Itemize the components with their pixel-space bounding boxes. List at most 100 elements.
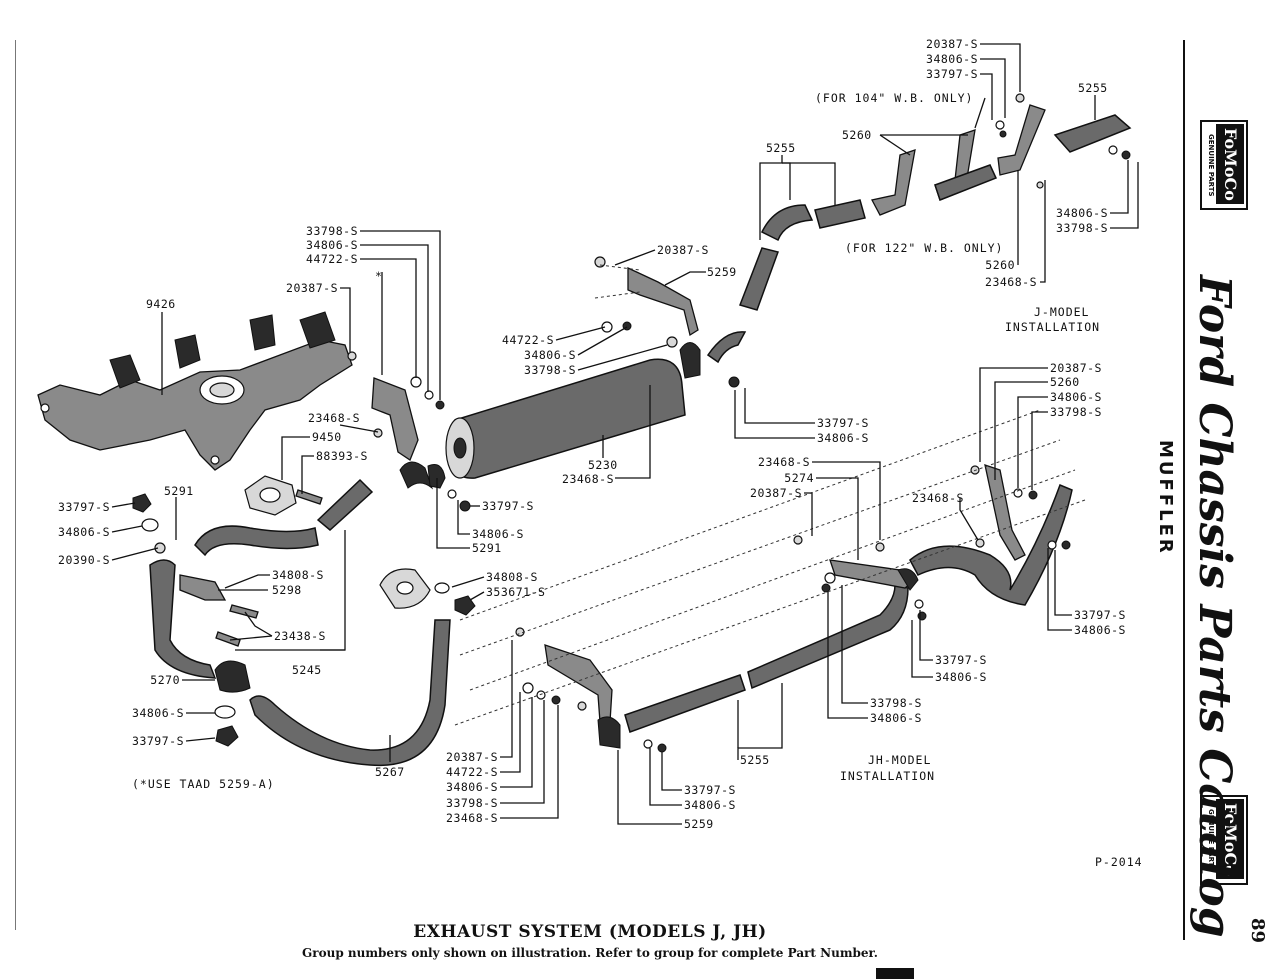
note-104-wb: (FOR 104" W.B. ONLY)	[815, 91, 973, 105]
page-tab-mark	[876, 968, 914, 979]
right-margin-rule	[1183, 40, 1185, 940]
j-model-subtitle: INSTALLATION	[1005, 320, 1100, 334]
fomoco-badge-bottom: GENUINE PARTS FoMoCo	[1200, 795, 1248, 885]
label-5260-r: 5260	[1050, 375, 1080, 389]
label-33798-s-j2: 33798-S	[1056, 221, 1108, 235]
label-20387-s-j: 20387-S	[926, 37, 978, 51]
label-34806-s-l3: 34806-S	[472, 527, 524, 541]
jh-tailpipe-b	[747, 584, 909, 690]
jh-model-title: JH-MODEL	[868, 753, 931, 767]
label-5245: 5245	[292, 663, 322, 677]
j-model-title: J-MODEL	[1034, 305, 1089, 319]
exhaust-pipe-curve	[194, 525, 319, 557]
label-5255-j: 5255	[766, 141, 796, 155]
label-33798-s-r: 33798-S	[1050, 405, 1102, 419]
label-20387-s-b: 20387-S	[446, 750, 498, 764]
label-33798-s-m: 33798-S	[524, 363, 576, 377]
page-subtitle: Group numbers only shown on illustration…	[302, 946, 878, 960]
clamp-upper	[399, 461, 434, 490]
tailpipe-j	[706, 331, 747, 364]
label-5230-muffler: 5230	[588, 458, 618, 472]
label-33797-s-l3: 33797-S	[132, 734, 184, 748]
label-5259-b: 5259	[684, 817, 714, 831]
bolt-23438	[229, 604, 259, 619]
label-34806-s-m2: 34806-S	[817, 431, 869, 445]
jh-clamp	[597, 716, 621, 749]
asterisk-mark: *	[375, 269, 383, 283]
jh-hanger-5260	[984, 464, 1026, 561]
label-34806-s-r4: 34806-S	[870, 711, 922, 725]
label-44722-s-b: 44722-S	[446, 765, 498, 779]
plate-number: P-2014	[1095, 855, 1143, 869]
exhaust-pipe-short	[316, 478, 374, 531]
label-34806-s-l4: 34806-S	[132, 706, 184, 720]
stud	[295, 489, 323, 505]
label-5291-l2: 5291	[472, 541, 502, 555]
label-44722-s-m: 44722-S	[502, 333, 554, 347]
jh-model-subtitle: INSTALLATION	[840, 769, 935, 783]
label-23438-s: 23438-S	[274, 629, 326, 643]
label-33798-s-l: 33798-S	[306, 224, 358, 238]
page-title: EXHAUST SYSTEM (MODELS J, JH)	[413, 922, 767, 942]
pipe-j-segment	[814, 199, 866, 229]
label-34808-s-l2: 34808-S	[486, 570, 538, 584]
label-34806-s-l: 34806-S	[306, 238, 358, 252]
label-33797-s-l2: 33797-S	[482, 499, 534, 513]
label-34806-s-m: 34806-S	[524, 348, 576, 362]
label-34806-s-r3: 34806-S	[935, 670, 987, 684]
label-34806-s-r2: 34806-S	[1074, 623, 1126, 637]
label-33797-s-r: 33797-S	[1074, 608, 1126, 622]
label-33797-s-m: 33797-S	[817, 416, 869, 430]
label-5267: 5267	[375, 765, 405, 779]
leader-lines	[111, 43, 1139, 825]
pipe-j-elbow	[761, 204, 814, 242]
page-number: 89	[1247, 918, 1268, 944]
bolt-23438-b	[215, 631, 241, 647]
badge-text-top: GENUINE PARTS	[1207, 133, 1215, 197]
label-34806-s-j2: 34806-S	[1056, 206, 1108, 220]
section-title: MUFFLER	[1155, 440, 1176, 556]
pipe-j-tail	[1053, 114, 1132, 153]
label-34806-s-j: 34806-S	[926, 52, 978, 66]
left-margin-rule	[15, 40, 16, 930]
muffler	[445, 358, 686, 479]
label-353671-s: 353671-S	[486, 585, 545, 599]
gasket	[244, 475, 297, 516]
label-33797-s-r2: 33797-S	[935, 653, 987, 667]
label-23468-s-m: 23468-S	[562, 472, 614, 486]
label-34806-s-r: 34806-S	[1050, 390, 1102, 404]
note-taad: (*USE TAAD 5259-A)	[132, 777, 275, 791]
label-23468-s-r2: 23468-S	[758, 455, 810, 469]
exhaust-manifold	[37, 311, 353, 471]
label-34806-s-b2: 34806-S	[684, 798, 736, 812]
label-33797-s-l: 33797-S	[58, 500, 110, 514]
catalog-title: Ford Chassis Parts Catalog	[1189, 275, 1240, 938]
label-20390-s: 20390-S	[58, 553, 110, 567]
label-34806-s-b: 34806-S	[446, 780, 498, 794]
bracket-upper	[371, 377, 419, 461]
note-122-wb: (FOR 122" W.B. ONLY)	[845, 241, 1003, 255]
label-44722-s-l: 44722-S	[306, 252, 358, 266]
jh-tailpipe-a	[624, 674, 746, 733]
label-23468-s-b: 23468-S	[446, 811, 498, 825]
hardware	[132, 93, 1131, 753]
label-5298: 5298	[272, 583, 302, 597]
label-20387-s-m: 20387-S	[657, 243, 709, 257]
pipe-j-mid	[934, 164, 998, 201]
label-33797-s-j: 33797-S	[926, 67, 978, 81]
label-5274: 5274	[784, 471, 814, 485]
label-88393-s: 88393-S	[316, 449, 368, 463]
label-9450-gasket: 9450	[312, 430, 342, 444]
label-34808-s-l: 34808-S	[272, 568, 324, 582]
label-20387-s-l: 20387-S	[286, 281, 338, 295]
label-5260-j2: 5260	[985, 258, 1015, 272]
fomoco-badge-top: GENUINE PARTS FoMoCo	[1200, 120, 1248, 210]
bracket-5298	[179, 574, 227, 601]
exhaust-crossover	[249, 619, 451, 767]
label-5270: 5270	[150, 673, 180, 687]
label-5260-j: 5260	[842, 128, 872, 142]
clamp-middle	[679, 342, 701, 379]
label-23468-s-r: 23468-S	[912, 491, 964, 505]
label-5259-m: 5259	[707, 265, 737, 279]
